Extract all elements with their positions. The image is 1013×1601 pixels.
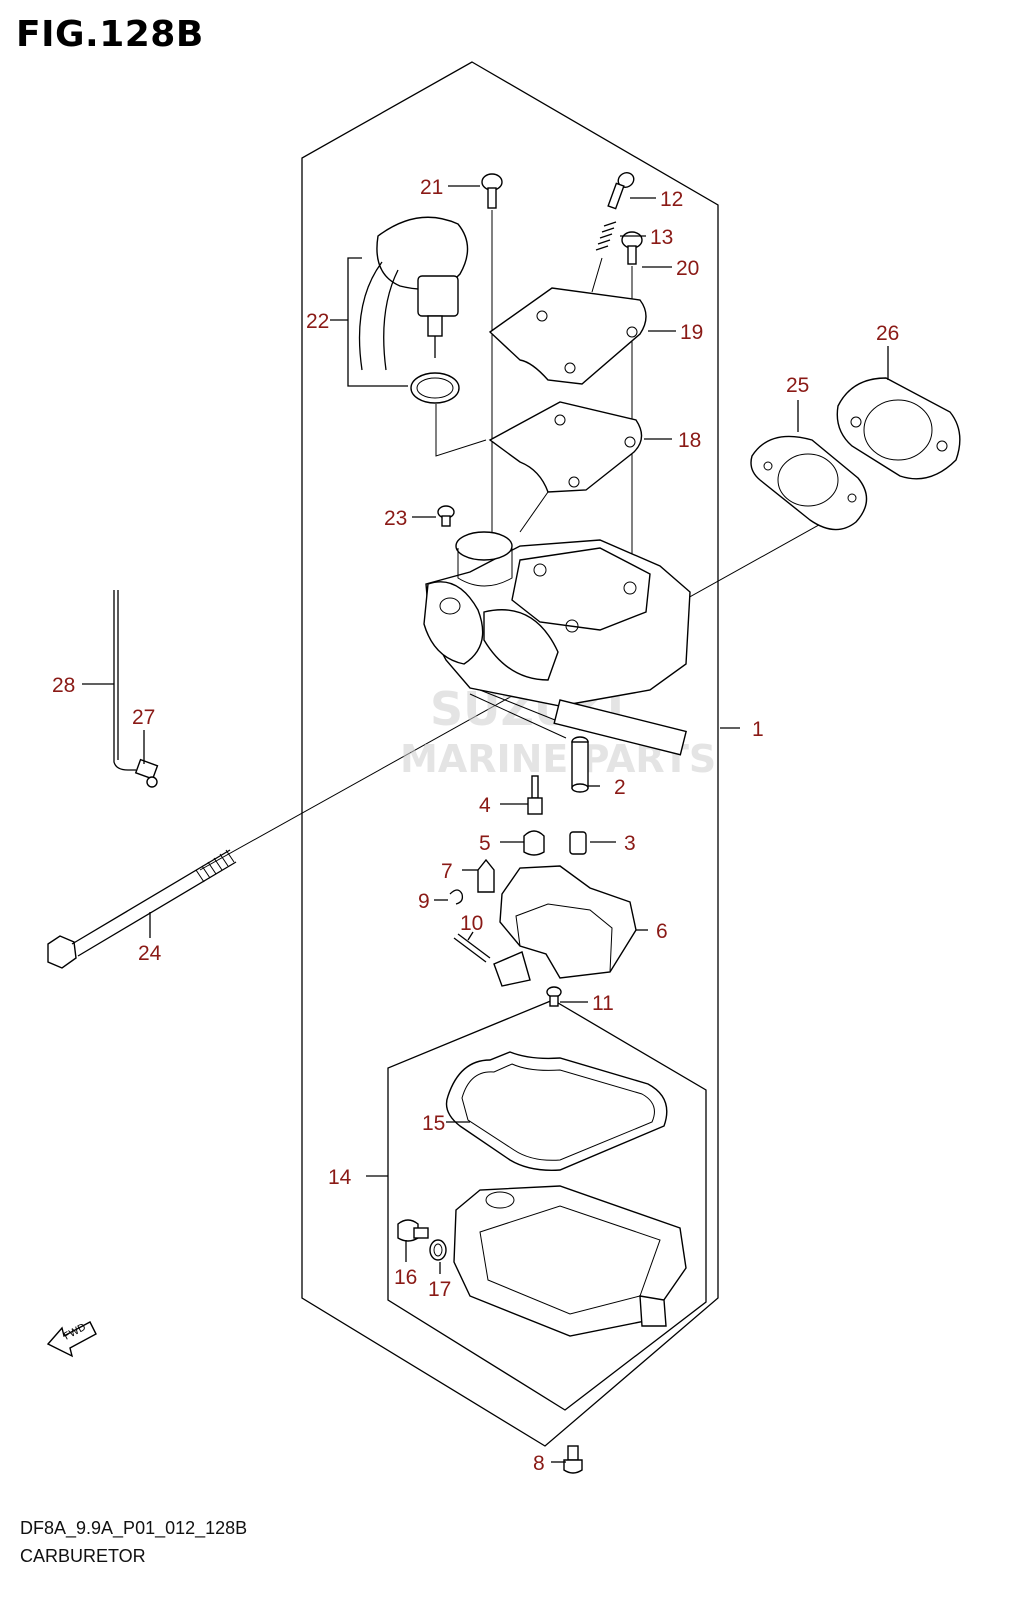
float-bowl-frame xyxy=(387,999,707,1411)
callout-7: 7 xyxy=(441,860,453,883)
callout-18: 18 xyxy=(678,429,701,452)
callout-21: 21 xyxy=(420,176,443,199)
callout-17: 17 xyxy=(428,1278,451,1301)
callout-4: 4 xyxy=(479,794,491,817)
fuel-solenoid xyxy=(358,216,469,404)
callout-10: 10 xyxy=(460,912,483,935)
callout-8: 8 xyxy=(533,1452,545,1475)
clip-27 xyxy=(134,758,159,788)
callout-5: 5 xyxy=(479,832,491,855)
callout-6: 6 xyxy=(656,920,668,943)
callout-3: 3 xyxy=(624,832,636,855)
bolt-24 xyxy=(47,849,237,969)
figure-name: CARBURETOR xyxy=(20,1546,146,1566)
callout-26: 26 xyxy=(876,322,899,345)
callout-12: 12 xyxy=(660,188,683,211)
callout-27: 27 xyxy=(132,706,155,729)
carburetor-body xyxy=(423,531,691,756)
callout-13: 13 xyxy=(650,226,673,249)
figure-code: DF8A_9.9A_P01_012_128B xyxy=(20,1518,248,1538)
assembly-frame xyxy=(301,61,719,1447)
figure-title: FIG.128B xyxy=(16,14,204,55)
callout-15: 15 xyxy=(422,1112,445,1135)
float-6 xyxy=(493,865,637,987)
drain-screw-16 xyxy=(397,1219,429,1242)
needle-valve-7 xyxy=(477,858,495,893)
callout-11: 11 xyxy=(592,992,614,1015)
screw-11 xyxy=(546,986,562,1007)
callout-19: 19 xyxy=(680,321,703,344)
callout-2: 2 xyxy=(614,776,626,799)
clip-9 xyxy=(449,889,464,905)
main-jet-3 xyxy=(569,831,587,855)
callout-20: 20 xyxy=(676,257,699,280)
jet-tube-2 xyxy=(571,736,589,793)
callout-1: 1 xyxy=(752,718,764,741)
gasket-18 xyxy=(488,401,643,493)
callout-14: 14 xyxy=(328,1166,352,1189)
screw-23 xyxy=(437,505,455,527)
leader-lines xyxy=(82,185,889,1463)
callout-24: 24 xyxy=(138,942,162,965)
gasket-25 xyxy=(750,435,868,531)
screw-20 xyxy=(621,231,643,265)
insulator-26 xyxy=(836,377,961,480)
float-pin-10 xyxy=(453,933,491,963)
screw-12 xyxy=(607,172,635,210)
rod-28 xyxy=(113,590,136,771)
cap-5 xyxy=(523,830,545,856)
callout-16: 16 xyxy=(394,1266,417,1289)
pilot-jet-4 xyxy=(527,775,543,815)
fwd-arrow-icon: FWD xyxy=(46,1321,97,1358)
bracket-22 xyxy=(347,257,408,387)
screw-21 xyxy=(481,173,503,209)
bowl-gasket-15 xyxy=(445,1051,668,1171)
callouts: 1 2 3 4 5 6 7 8 9 10 11 12 13 14 15 16 1… xyxy=(52,176,899,1475)
callout-25: 25 xyxy=(786,374,809,397)
o-ring-17 xyxy=(429,1239,447,1261)
callout-28: 28 xyxy=(52,674,75,697)
callout-9: 9 xyxy=(418,890,430,913)
spring-13 xyxy=(595,221,617,251)
bolt-8 xyxy=(563,1445,583,1474)
callout-22: 22 xyxy=(306,310,329,333)
callout-23: 23 xyxy=(384,507,407,530)
float-bowl-14 xyxy=(453,1185,687,1337)
cover-plate-19 xyxy=(488,287,647,385)
